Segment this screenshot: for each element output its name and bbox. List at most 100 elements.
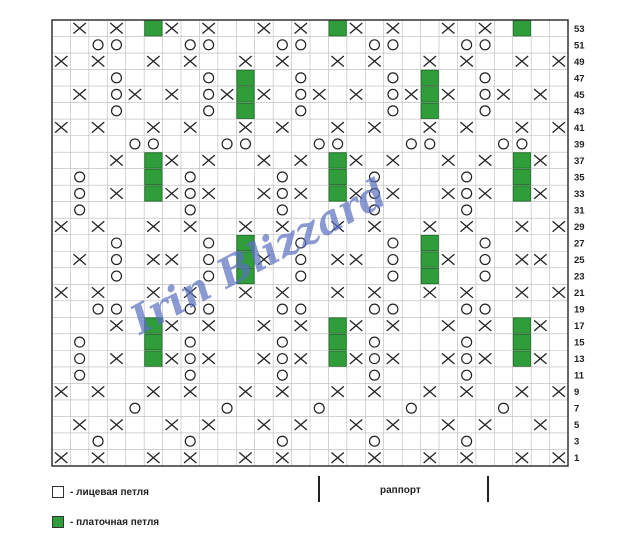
garter-cell bbox=[144, 152, 163, 169]
cross-stroke bbox=[109, 319, 124, 332]
decrease-cross bbox=[165, 22, 179, 35]
row-number-label: 35 bbox=[574, 172, 585, 183]
yarn-over-circle bbox=[387, 88, 399, 100]
cross-stroke bbox=[386, 418, 400, 431]
cross-stroke bbox=[515, 55, 529, 68]
decrease-cross bbox=[496, 88, 511, 101]
cross-stroke bbox=[441, 253, 455, 266]
yarn-over-circle bbox=[387, 105, 399, 117]
cross-stroke bbox=[331, 451, 345, 464]
decrease-cross bbox=[386, 352, 400, 365]
cross-stroke bbox=[515, 451, 529, 464]
cross-stroke bbox=[54, 286, 68, 299]
decrease-cross bbox=[109, 22, 124, 35]
cross-stroke bbox=[146, 451, 160, 464]
row-number-label: 21 bbox=[574, 288, 585, 299]
yarn-over-circle bbox=[147, 138, 159, 150]
cross-stroke bbox=[312, 88, 326, 101]
garter-cell bbox=[144, 317, 163, 334]
yarn-over-circle bbox=[203, 303, 215, 315]
yarn-over-circle bbox=[479, 270, 491, 282]
decrease-cross bbox=[275, 385, 289, 398]
yarn-over-circle bbox=[92, 39, 104, 51]
cross-stroke bbox=[165, 22, 179, 35]
cross-stroke bbox=[367, 451, 382, 464]
decrease-cross bbox=[275, 121, 289, 134]
yarn-over-circle bbox=[461, 369, 473, 381]
cross-stroke bbox=[238, 385, 253, 398]
yarn-over-circle bbox=[461, 435, 473, 447]
decrease-cross bbox=[238, 385, 253, 398]
cross-stroke bbox=[275, 385, 289, 398]
decrease-cross bbox=[202, 22, 216, 35]
garter-cell bbox=[328, 152, 347, 169]
cross-stroke bbox=[294, 154, 308, 167]
yarn-over-circle bbox=[387, 39, 399, 51]
decrease-cross bbox=[238, 451, 253, 464]
cross-stroke bbox=[423, 121, 437, 134]
decrease-cross bbox=[349, 319, 363, 332]
yarn-over-circle bbox=[461, 303, 473, 315]
cross-stroke bbox=[552, 55, 566, 68]
cross-stroke bbox=[275, 451, 289, 464]
decrease-cross bbox=[183, 451, 197, 464]
cross-stroke bbox=[367, 121, 382, 134]
decrease-cross bbox=[257, 352, 271, 365]
cross-stroke bbox=[275, 121, 289, 134]
decrease-cross bbox=[165, 187, 179, 200]
row-number-label: 45 bbox=[574, 90, 585, 101]
yarn-over-circle bbox=[276, 204, 288, 216]
yarn-over-circle bbox=[184, 171, 196, 183]
decrease-cross bbox=[257, 154, 271, 167]
cross-stroke bbox=[441, 319, 455, 332]
decrease-cross bbox=[515, 451, 529, 464]
row-number-label: 41 bbox=[574, 123, 585, 134]
decrease-cross bbox=[367, 121, 382, 134]
garter-cell bbox=[512, 168, 531, 185]
decrease-cross bbox=[478, 22, 492, 35]
yarn-over-circle bbox=[313, 138, 325, 150]
cross-stroke bbox=[165, 253, 179, 266]
garter-cell bbox=[144, 185, 163, 202]
cross-stroke bbox=[275, 220, 289, 233]
decrease-cross bbox=[515, 121, 529, 134]
row-number-label: 13 bbox=[574, 354, 585, 365]
decrease-cross bbox=[128, 88, 142, 101]
row-number-label: 43 bbox=[574, 106, 585, 117]
yarn-over-circle bbox=[74, 171, 86, 183]
cross-stroke bbox=[109, 187, 124, 200]
decrease-cross bbox=[533, 319, 547, 332]
decrease-cross bbox=[257, 187, 271, 200]
cross-stroke bbox=[478, 154, 492, 167]
cross-stroke bbox=[165, 352, 179, 365]
garter-cell bbox=[328, 20, 347, 37]
decrease-cross bbox=[367, 451, 382, 464]
cross-stroke bbox=[552, 220, 566, 233]
yarn-over-circle bbox=[203, 237, 215, 249]
yarn-over-circle bbox=[276, 435, 288, 447]
decrease-cross bbox=[294, 187, 308, 200]
yarn-over-circle bbox=[461, 187, 473, 200]
garter-cell bbox=[144, 168, 163, 185]
decrease-cross bbox=[533, 88, 547, 101]
yarn-over-circle bbox=[239, 138, 252, 150]
garter-cell bbox=[236, 251, 255, 268]
garter-cell bbox=[420, 102, 439, 119]
cross-stroke bbox=[128, 88, 142, 101]
yarn-over-circle bbox=[221, 138, 233, 150]
yarn-over-circle bbox=[387, 237, 399, 249]
row-number-label: 9 bbox=[574, 387, 579, 398]
decrease-cross bbox=[441, 154, 455, 167]
yarn-over-circle bbox=[295, 237, 307, 249]
decrease-cross bbox=[441, 352, 455, 365]
decrease-cross bbox=[146, 286, 160, 299]
decrease-cross bbox=[275, 220, 289, 233]
decrease-cross bbox=[460, 385, 474, 398]
decrease-cross bbox=[533, 418, 547, 431]
cross-stroke bbox=[367, 55, 382, 68]
decrease-cross bbox=[73, 253, 87, 266]
decrease-cross bbox=[91, 451, 105, 464]
cross-stroke bbox=[349, 154, 363, 167]
decrease-cross bbox=[441, 22, 455, 35]
cross-stroke bbox=[165, 319, 179, 332]
